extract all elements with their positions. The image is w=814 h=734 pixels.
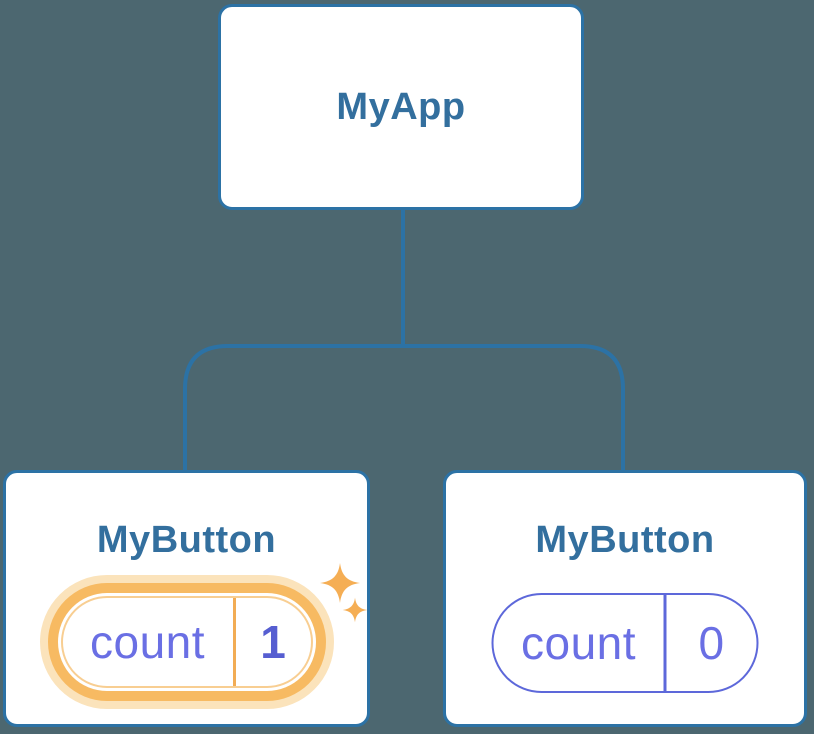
state-value: 0 [698, 617, 725, 669]
state-pill-highlighted: count 1 [60, 596, 313, 688]
state-value: 1 [260, 616, 286, 668]
pill-divider [232, 598, 236, 686]
node-title-myapp: MyApp [336, 85, 466, 128]
node-title-mybutton-1: MyButton [96, 519, 277, 561]
pill-divider [663, 595, 666, 691]
state-key-label: count [520, 617, 637, 669]
sparkle-small-icon [342, 597, 368, 623]
component-node-myapp: MyApp [218, 4, 584, 210]
component-node-mybutton-1: MyButton count 1 [3, 470, 370, 727]
component-node-mybutton-2: MyButton count 0 [443, 470, 807, 727]
sparkle-large-icon [320, 563, 360, 603]
state-pill: count 0 [491, 593, 759, 693]
connector-bracket [183, 344, 625, 471]
state-key-label: count [89, 616, 206, 668]
node-title-mybutton-2: MyButton [535, 519, 715, 561]
